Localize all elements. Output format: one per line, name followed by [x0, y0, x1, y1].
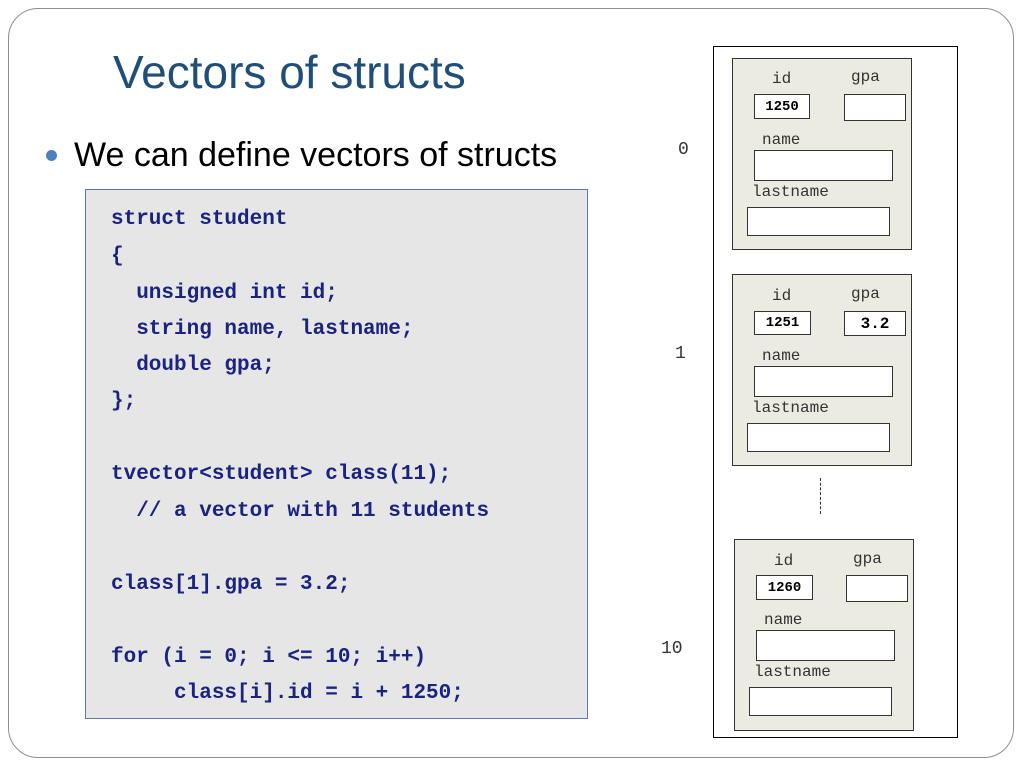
id-field: 1251 [754, 311, 811, 335]
id-label: id [772, 287, 792, 305]
name-field [756, 630, 895, 661]
name-label: name [762, 347, 801, 365]
name-label: name [764, 611, 803, 629]
student-record: id gpa 1251 3.2 name lastname [732, 274, 912, 466]
index-label: 0 [678, 140, 689, 160]
code-line: { [111, 245, 124, 268]
index-label: 1 [675, 344, 686, 364]
bullet-text: We can define vectors of structs [74, 136, 558, 174]
ellipsis-divider [820, 478, 821, 514]
name-label: name [762, 131, 801, 149]
code-line: tvector<student> class(11); [111, 463, 452, 486]
code-line: struct student [111, 208, 288, 231]
code-line: // a vector with 11 students [111, 500, 490, 523]
code-block: struct student { unsigned int id; string… [85, 189, 588, 719]
index-label: 10 [661, 639, 683, 659]
code-line: }; [111, 390, 137, 413]
student-record: id gpa 1260 name lastname [734, 539, 914, 731]
lastname-field [747, 423, 890, 452]
gpa-field [844, 94, 906, 121]
code-line: double gpa; [111, 354, 275, 377]
id-field: 1250 [754, 94, 810, 119]
code-line: class[i].id = i + 1250; [111, 682, 464, 705]
student-record: id gpa 1250 name lastname [732, 58, 912, 250]
lastname-label: lastname [752, 399, 829, 417]
code-line: class[1].gpa = 3.2; [111, 573, 351, 596]
gpa-label: gpa [851, 285, 880, 303]
slide-title: Vectors of structs [113, 46, 466, 98]
code-line: string name, lastname; [111, 318, 414, 341]
id-field: 1260 [756, 575, 813, 600]
gpa-field [846, 575, 908, 602]
name-field [754, 366, 893, 397]
gpa-field: 3.2 [844, 311, 906, 336]
id-label: id [772, 70, 792, 88]
bullet-point: We can define vectors of structs [46, 136, 557, 175]
lastname-field [749, 687, 892, 716]
gpa-label: gpa [851, 68, 880, 86]
name-field [754, 150, 893, 181]
lastname-label: lastname [752, 183, 829, 201]
lastname-label: lastname [754, 663, 831, 681]
lastname-field [747, 207, 890, 236]
code-line: unsigned int id; [111, 282, 338, 305]
gpa-label: gpa [853, 550, 882, 568]
code-line: for (i = 0; i <= 10; i++) [111, 646, 427, 669]
id-label: id [774, 552, 794, 570]
bullet-dot-icon [46, 150, 57, 161]
